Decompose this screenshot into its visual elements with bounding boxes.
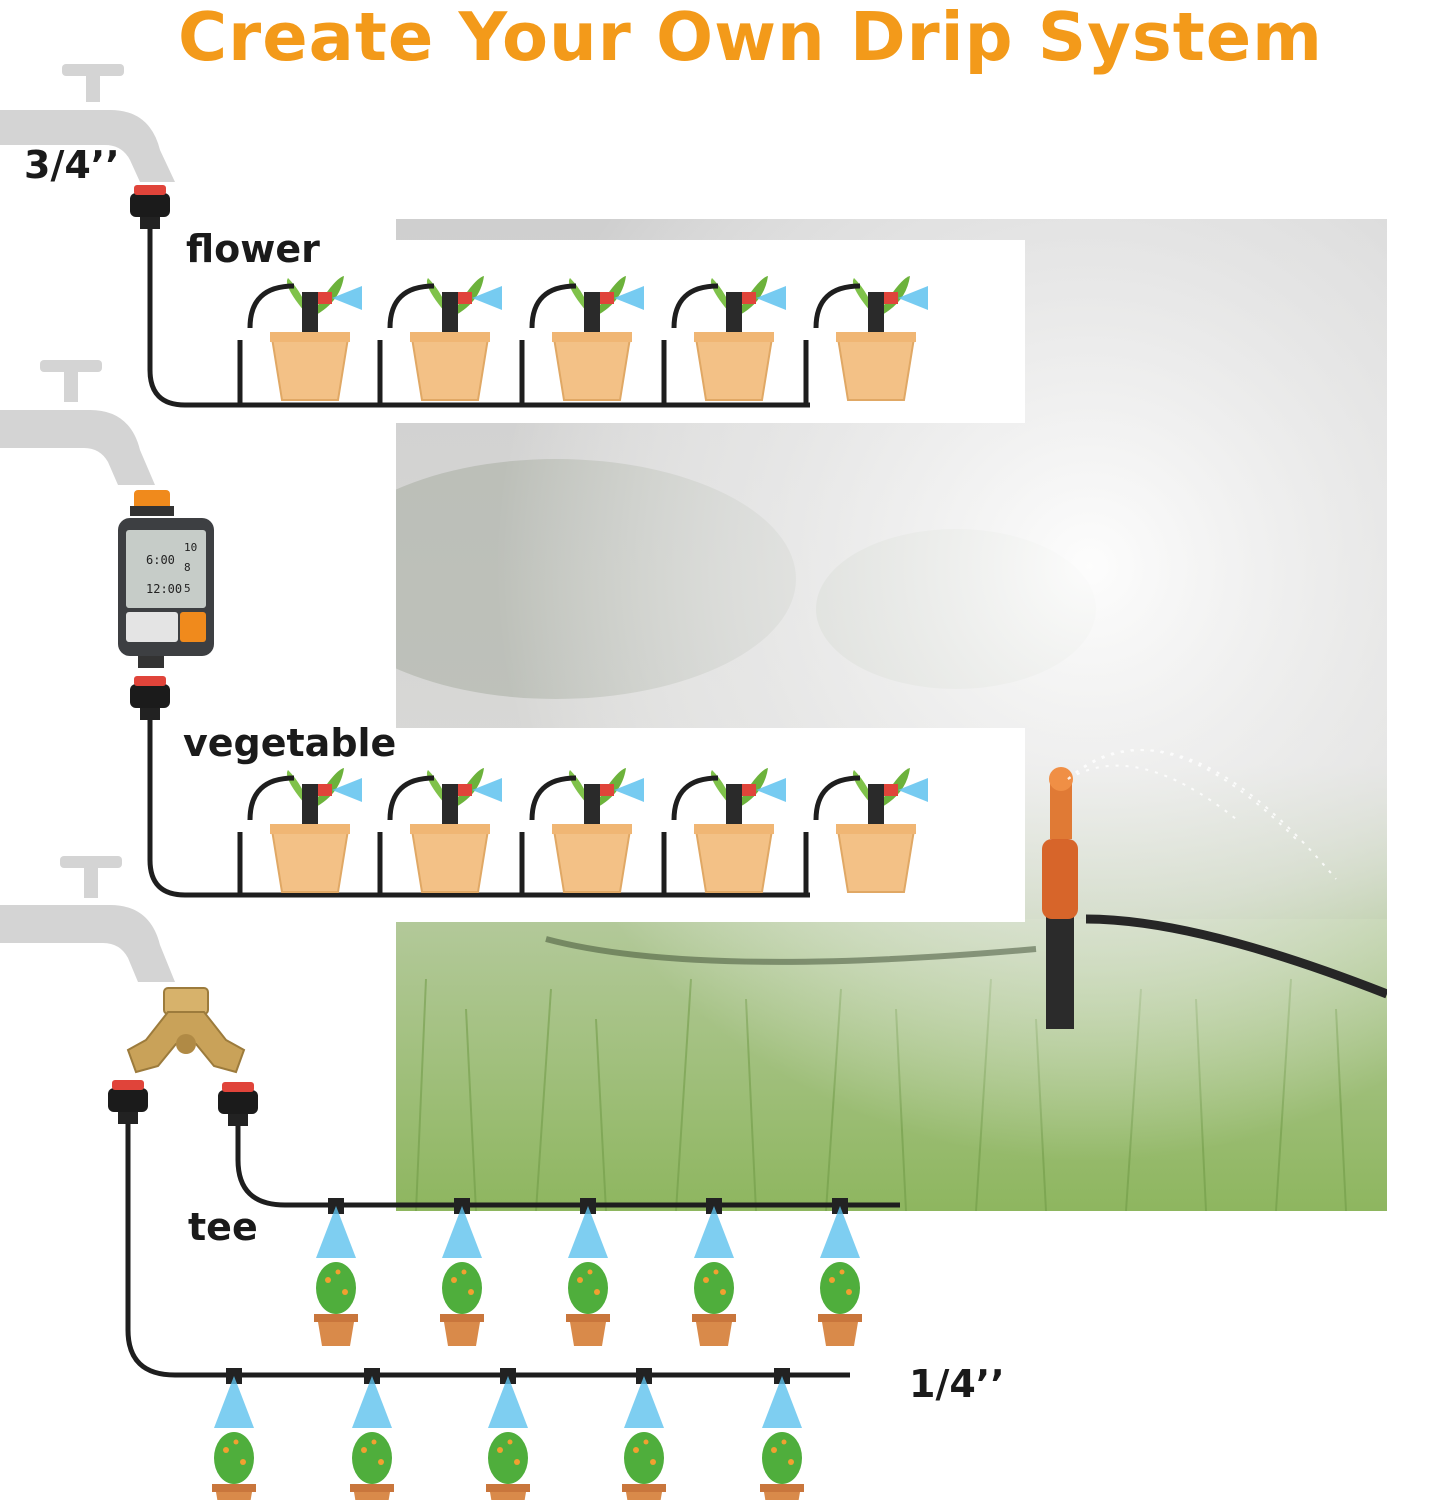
shrub-pot-icon [350,1376,394,1500]
timer-value-c: 5 [184,582,191,595]
timer-value-a: 10 [184,541,198,554]
shrub-pot-icon [692,1206,736,1346]
flower-pot-icon [247,768,362,893]
flower-pot-icon [529,276,644,401]
hose-connector-splitter-left [108,1080,148,1124]
faucet-icon [0,64,175,182]
main-pipe-flower [147,229,810,408]
hose-connector-timer [130,676,170,720]
flower-pot-icon [671,276,786,401]
tee-pipe-lower [125,1124,850,1378]
flower-pot-icon [813,276,928,401]
main-pipe-vegetable [147,720,810,898]
hose-connector-splitter-right [218,1082,258,1126]
shrub-pot-icon [440,1206,484,1346]
flower-pot-icon [813,768,928,893]
timer-time-b: 12:00 [146,582,183,596]
faucet-icon [0,360,155,485]
flower-label: flower [186,227,320,271]
shrub-pot-icon [818,1206,862,1346]
shrub-pot-icon [760,1376,804,1500]
flower-pot-icon [529,768,644,893]
shrub-pot-icon [622,1376,666,1500]
shrub-pot-icon [566,1206,610,1346]
brass-splitter-icon [126,987,246,1074]
size-branch-label: 1/4’’ [909,1362,1005,1406]
size-main-label: 3/4’’ [24,143,120,187]
water-timer-icon [118,490,214,668]
timer-value-b: 8 [184,561,191,574]
page-title: Create Your Own Drip System [178,0,1323,76]
flower-row-panel [380,240,1025,423]
tee-pipe-upper [235,1126,900,1208]
flower-pot-icon [387,768,502,893]
flower-pot-icon [387,276,502,401]
hose-connector-top [130,185,170,229]
tee-label: tee [188,1205,258,1249]
shrub-pot-icon [212,1376,256,1500]
vegetable-label: vegetable [183,721,397,765]
shrub-pot-icon [486,1376,530,1500]
shrub-pot-icon [314,1206,358,1346]
faucet-icon [0,856,175,982]
flower-pot-icon [247,276,362,401]
flower-pot-icon [671,768,786,893]
timer-time-a: 6:00 [146,553,175,567]
